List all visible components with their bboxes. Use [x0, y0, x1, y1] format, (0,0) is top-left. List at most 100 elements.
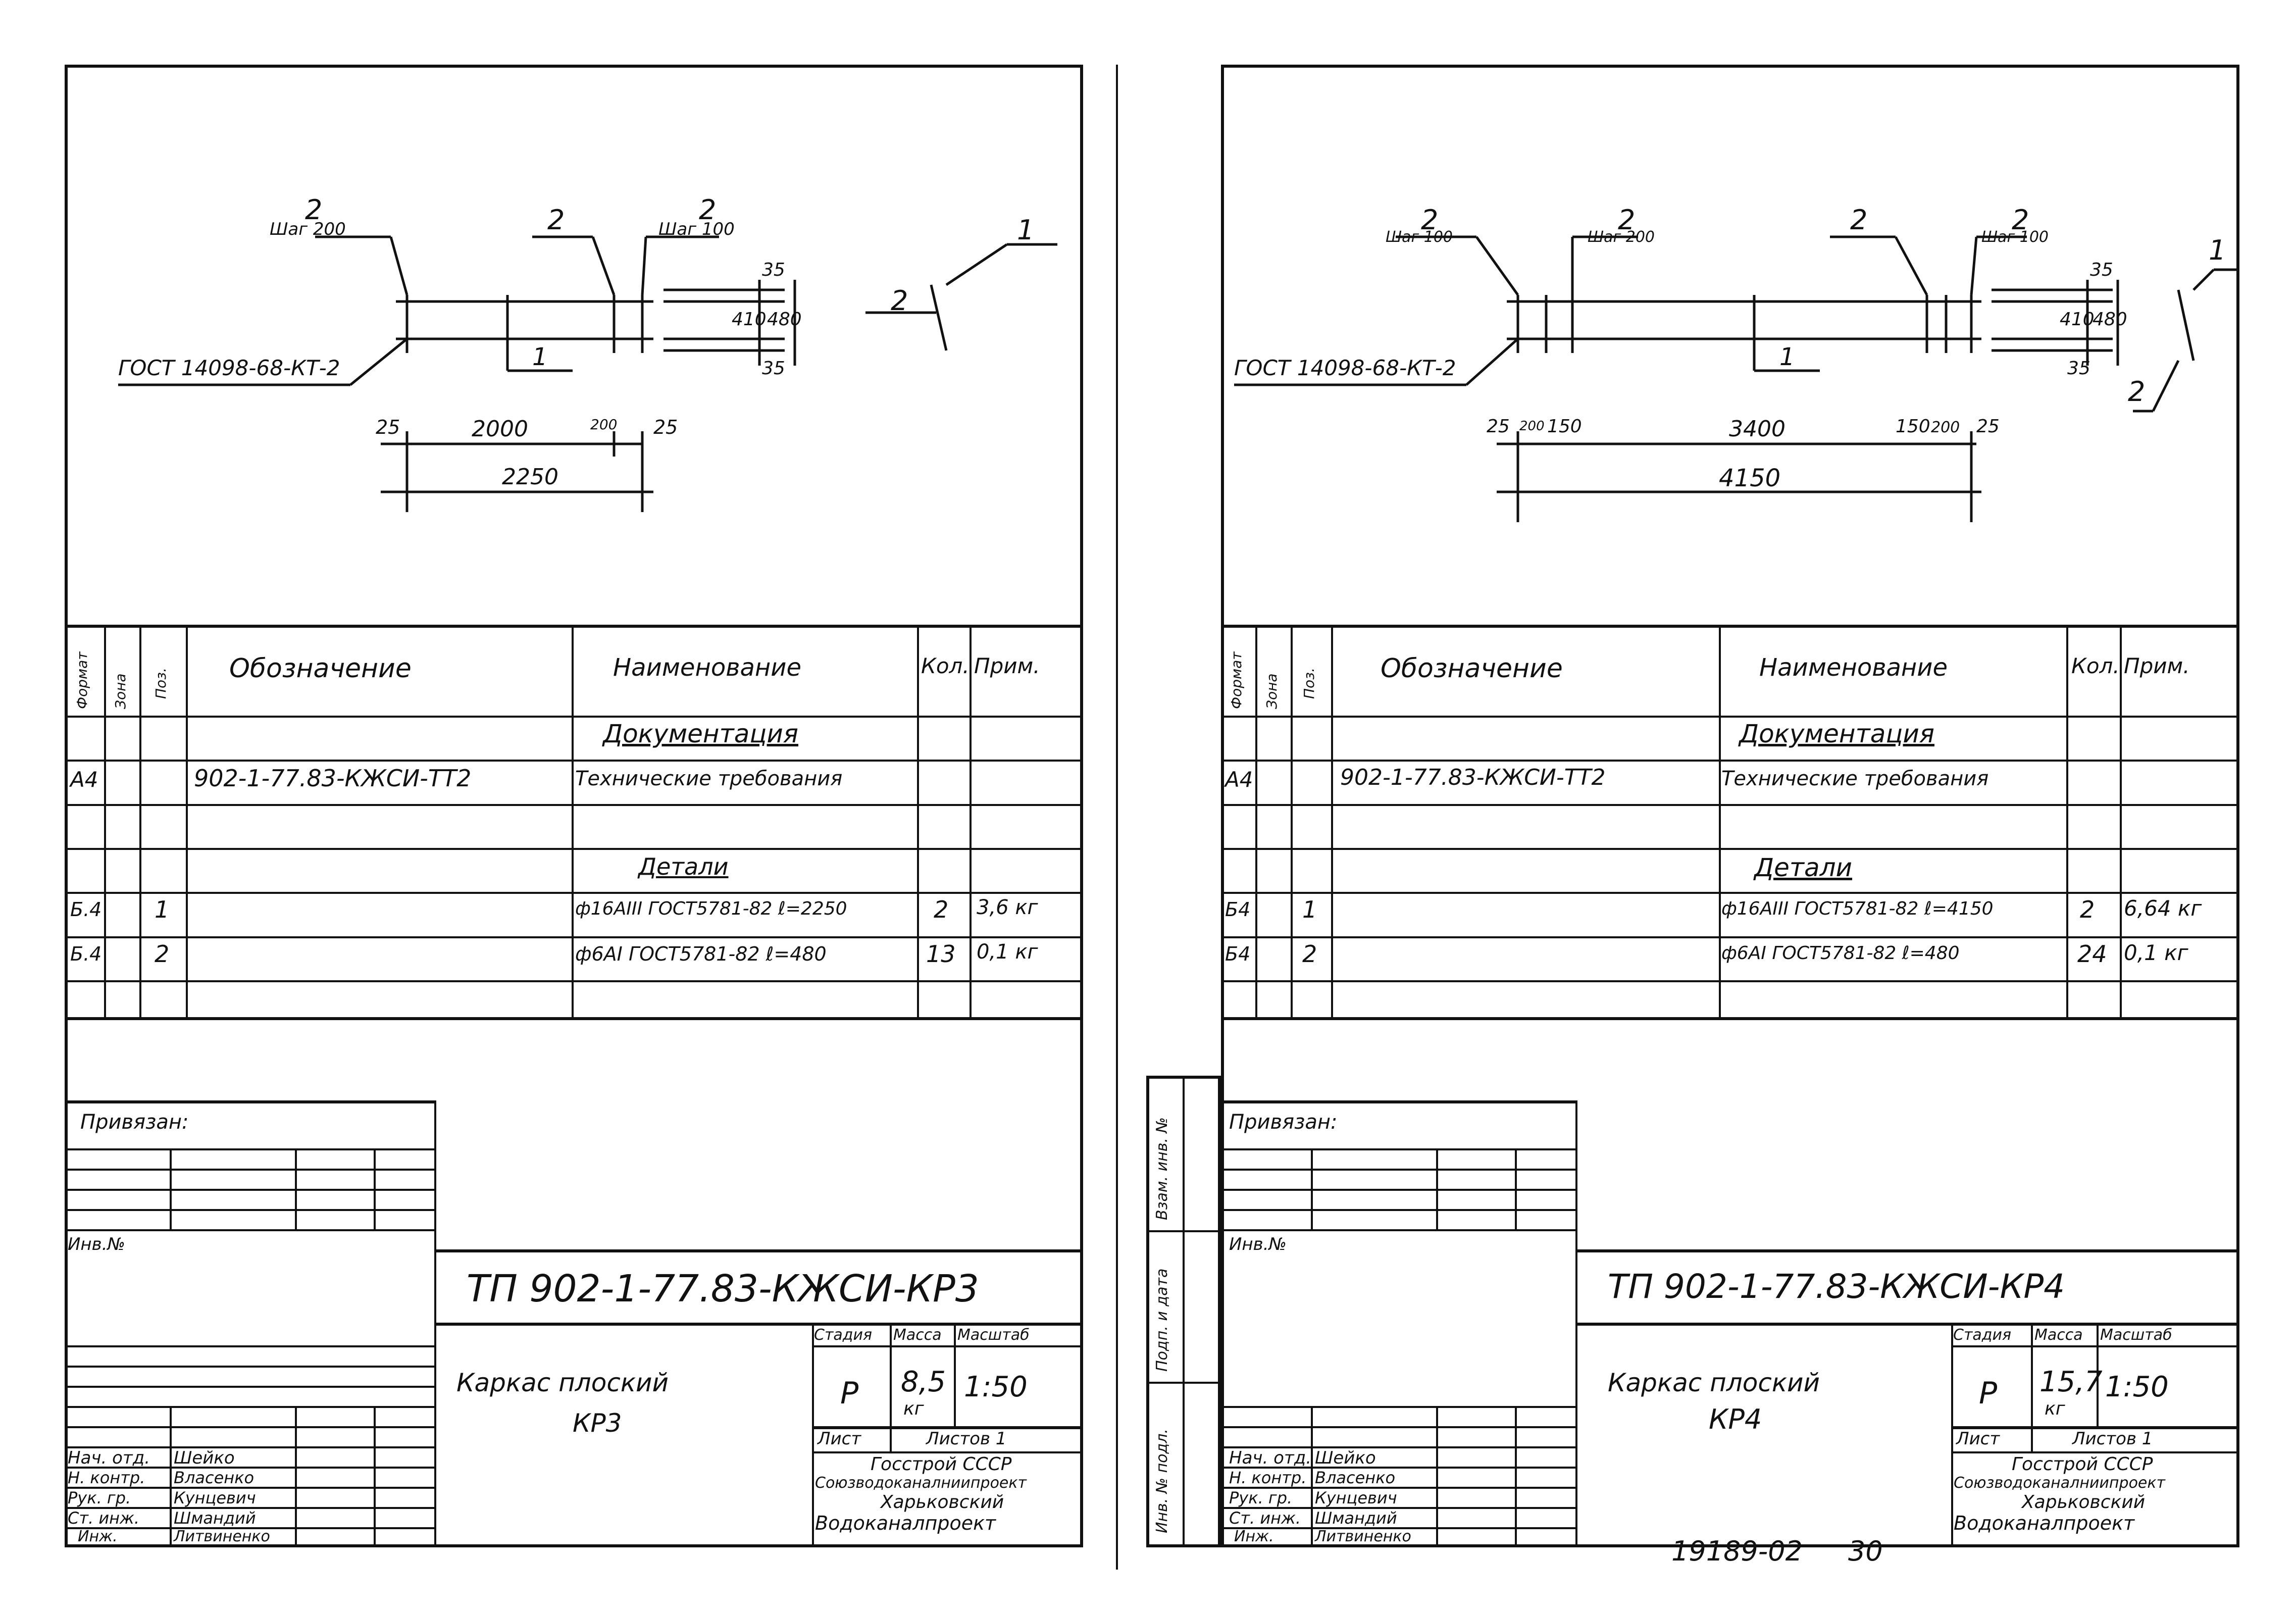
header-qty: Кол.	[2071, 653, 2120, 678]
header-qty: Кол.	[921, 653, 970, 678]
org-line2: Союзводоканалниипроект	[815, 1474, 1027, 1492]
org-line1: Госстрой СССР	[2012, 1454, 2153, 1475]
stage: Р	[840, 1376, 859, 1411]
cell-qty: 24	[2077, 940, 2107, 968]
staff-role: Инж.	[1234, 1528, 1274, 1545]
col-scale: Масштаб	[957, 1326, 1030, 1344]
name-line1: Каркас плоский	[456, 1368, 669, 1397]
dim: 25	[1976, 416, 2000, 437]
staff-role: Рук. гр.	[68, 1488, 131, 1507]
cell-fmt: А4	[70, 767, 98, 792]
stamp-a: Взам. инв. №	[1153, 1117, 1171, 1220]
leader-step: Шаг 100	[658, 219, 735, 239]
drawing-kr4	[1234, 235, 2239, 522]
staff-name: Литвиненко	[1315, 1528, 1411, 1545]
scale: 1:50	[964, 1371, 1028, 1403]
header-format: Формат	[74, 651, 90, 709]
leader-step: Шаг 200	[270, 219, 346, 239]
dim: 25	[1487, 416, 1510, 437]
sheet-label: Лист	[818, 1429, 861, 1449]
dim: 200	[1931, 419, 1960, 436]
cell-note: 6,64 кг	[2124, 896, 2202, 921]
dim: 480	[2093, 309, 2127, 330]
staff-name: Литвиненко	[174, 1528, 270, 1545]
staff-name: Шмандий	[174, 1508, 256, 1528]
header-format: Формат	[1228, 651, 1245, 709]
dim: 35	[762, 260, 785, 280]
col-mass: Масса	[893, 1326, 942, 1344]
header-code: Обозначение	[1381, 653, 1563, 684]
sheet-kr3: 2 Шаг 200 2 2 Шаг 100 ГОСТ 14098-68-КТ-2…	[65, 65, 1083, 1547]
cell-fmt: Б4	[1225, 898, 1251, 921]
leader-step: Шаг 200	[1588, 228, 1655, 246]
sheets-label: Листов 1	[2072, 1429, 2153, 1449]
cell-qty: 13	[926, 940, 956, 968]
gost-label: ГОСТ 14098-68-КТ-2	[118, 356, 340, 380]
dim: 480	[767, 309, 802, 330]
leader-num: 2	[699, 194, 717, 226]
cell-pos: 2	[155, 940, 170, 968]
stamp-b: Подп. и дата	[1153, 1268, 1171, 1372]
leader-num: 2	[547, 204, 565, 236]
col-scale: Масштаб	[2100, 1326, 2172, 1344]
staff-role: Ст. инж.	[1229, 1508, 1301, 1528]
mass-unit: кг	[2045, 1398, 2065, 1419]
section-label: 2	[2128, 376, 2146, 408]
org-line1: Госстрой СССР	[871, 1454, 1012, 1475]
cell-name: Технические требования	[575, 767, 843, 790]
dim: 200	[590, 416, 618, 433]
dim: 4150	[1719, 464, 1781, 492]
header-name: Наименование	[613, 653, 802, 682]
section-label: 2	[891, 285, 908, 317]
leader-num: 2	[1421, 204, 1439, 236]
name-line1: Каркас плоский	[1608, 1368, 1820, 1397]
cell-pos: 2	[1302, 940, 1317, 968]
cell-code: 902-1-77.83-КЖСИ-ТТ2	[194, 765, 472, 792]
cell-pos: 1	[155, 896, 170, 923]
section-label: 1	[2209, 234, 2226, 266]
org-line4: Водоканалпроект	[1954, 1512, 2135, 1534]
staff-name: Шейко	[174, 1448, 235, 1468]
dim: 25	[376, 416, 400, 438]
mass-unit: кг	[903, 1398, 924, 1419]
bar-label: 1	[1779, 343, 1795, 371]
dim: 2000	[472, 416, 528, 442]
cell-code: 902-1-77.83-КЖСИ-ТТ2	[1340, 765, 1606, 790]
side-stamp: Взам. инв. № Подп. и дата Инв. № подл.	[1146, 1076, 1221, 1547]
privyazan-label: Привязан:	[80, 1111, 189, 1134]
cell-name: ф6АI ГОСТ5781-82 ℓ=480	[1721, 943, 1960, 964]
doc-code: ТП 902-1-77.83-КЖСИ-КР3	[467, 1267, 979, 1311]
leader-num: 2	[2012, 204, 2029, 236]
dim: 150	[1896, 416, 1930, 437]
drawing-kr3	[118, 235, 1057, 512]
section-label: 1	[1017, 214, 1035, 246]
leader-num: 2	[1618, 204, 1636, 236]
inv-no-label: Инв.№	[1229, 1234, 1287, 1254]
staff-name: Шейко	[1315, 1448, 1376, 1468]
header-name: Наименование	[1759, 653, 1948, 682]
stamp-c: Инв. № подл.	[1153, 1429, 1171, 1533]
header-pos: Поз.	[152, 668, 169, 699]
mass: 8,5	[901, 1366, 946, 1398]
dim: 2250	[502, 464, 558, 490]
cell-qty: 2	[934, 896, 949, 923]
header-code: Обозначение	[229, 653, 412, 684]
cell-name: ф16АIII ГОСТ5781-82 ℓ=2250	[575, 898, 847, 919]
cell-fmt: Б4	[1225, 943, 1251, 965]
header-pos: Поз.	[1301, 668, 1317, 699]
staff-role: Рук. гр.	[1229, 1488, 1293, 1507]
cell-fmt: А4	[1225, 767, 1253, 792]
cell-pos: 1	[1302, 896, 1317, 923]
staff-role: Ст. инж.	[68, 1508, 140, 1528]
dim: 35	[2067, 358, 2090, 379]
name-line2: КР4	[1709, 1403, 1762, 1435]
mass: 15,7	[2039, 1366, 2103, 1398]
sheet-divider	[1116, 65, 1118, 1570]
gost-label: ГОСТ 14098-68-КТ-2	[1234, 356, 1456, 380]
staff-name: Кунцевич	[174, 1488, 256, 1507]
cell-fmt: Б.4	[70, 898, 102, 921]
inv-no-label: Инв.№	[68, 1234, 125, 1254]
staff-role: Нач. отд.	[68, 1448, 150, 1468]
section-docs: Документация	[1739, 719, 1934, 748]
cell-name: ф16АIII ГОСТ5781-82 ℓ=4150	[1721, 898, 1994, 919]
